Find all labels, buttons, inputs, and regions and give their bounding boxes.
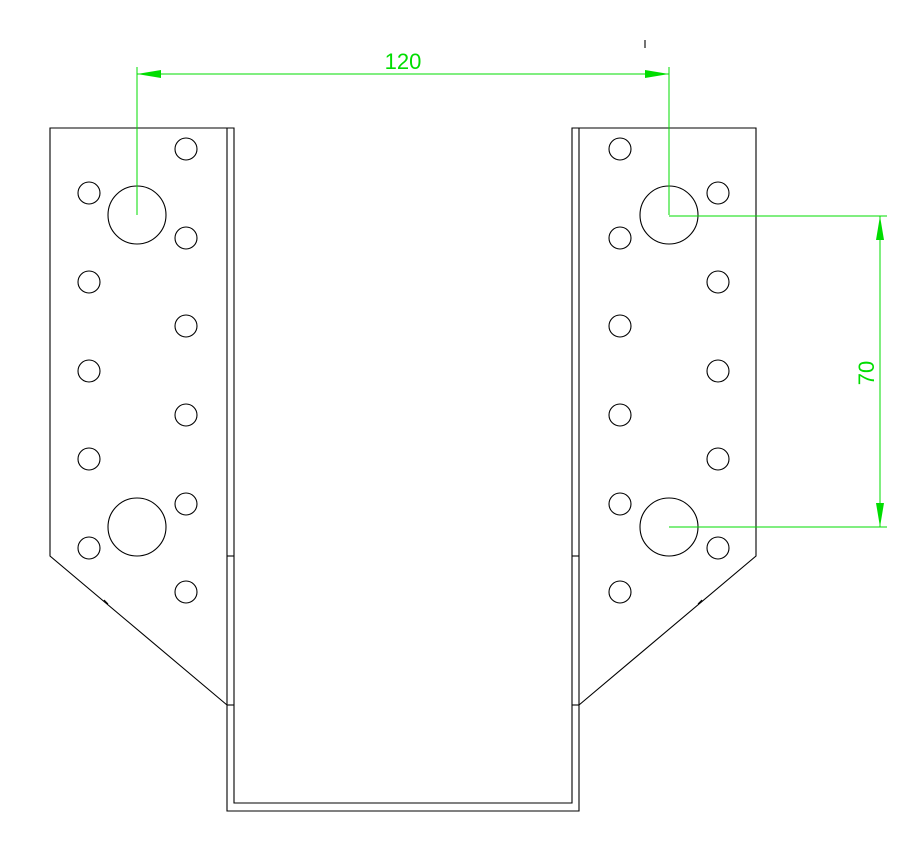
nail-hole xyxy=(706,359,730,383)
left-flange xyxy=(49,127,235,706)
large-bolt-hole xyxy=(107,497,167,557)
nail-hole xyxy=(77,270,101,294)
nail-hole xyxy=(77,359,101,383)
horizontal-dimension: 120 xyxy=(136,49,670,215)
nail-hole xyxy=(174,403,198,427)
left-flange-tick xyxy=(103,599,109,605)
right-flange-tick xyxy=(697,599,703,605)
right-flange-outline xyxy=(571,127,757,706)
arrowhead-left xyxy=(137,70,161,78)
u-base-inner xyxy=(233,705,573,804)
nail-hole xyxy=(77,447,101,471)
nail-hole xyxy=(608,137,632,161)
nail-hole xyxy=(77,536,101,560)
nail-hole xyxy=(174,580,198,604)
nail-hole xyxy=(174,226,198,250)
left-flange-holes xyxy=(77,137,198,604)
nail-hole xyxy=(608,580,632,604)
nail-hole xyxy=(174,137,198,161)
left-flange-outline xyxy=(49,127,235,706)
center-marks xyxy=(136,210,670,215)
nail-hole xyxy=(174,492,198,516)
dimension-label-70: 70 xyxy=(854,361,879,385)
arrowhead-right xyxy=(645,70,669,78)
u-base-outer xyxy=(226,705,580,812)
nail-hole xyxy=(608,314,632,338)
nail-hole xyxy=(706,447,730,471)
nail-hole xyxy=(608,226,632,250)
arrowhead-bottom xyxy=(876,503,884,527)
right-flange xyxy=(571,127,757,706)
nail-hole xyxy=(608,492,632,516)
nail-hole xyxy=(77,181,101,205)
nail-hole xyxy=(706,181,730,205)
nail-hole xyxy=(608,403,632,427)
nail-hole xyxy=(174,314,198,338)
nail-hole xyxy=(706,270,730,294)
nail-hole xyxy=(706,536,730,560)
dimension-label-120: 120 xyxy=(385,49,422,74)
u-base xyxy=(226,704,580,812)
vertical-dimension: 70 xyxy=(669,215,887,528)
arrowhead-top xyxy=(876,216,884,240)
